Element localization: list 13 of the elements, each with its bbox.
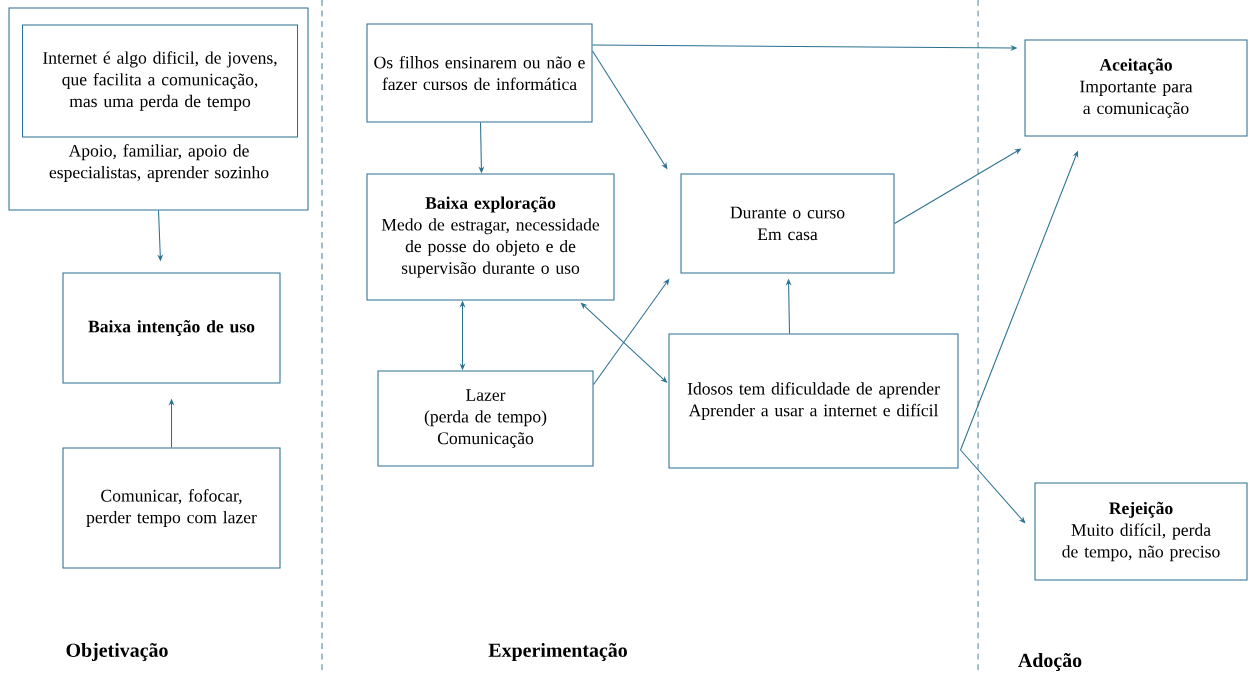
process-box: Idosos tem dificuldade de aprender Aprender a usar a internet e difícil xyxy=(668,333,959,469)
section-label: Objetivação xyxy=(66,642,168,662)
process-box: Os filhos ensinarem ou não e fazer cursos de informática xyxy=(366,23,593,123)
process-box: Baixa exploração Medo de estragar, necessidade de posse do objeto e de supervisão durante o uso xyxy=(366,173,615,301)
process-box: Aceitação Importante para a comunicação xyxy=(1024,39,1248,137)
process-box: Baixa intenção de uso xyxy=(62,272,281,384)
section-label: Adoção xyxy=(1018,653,1082,671)
process-box: Comunicar, fofocar, perder tempo com lazer xyxy=(62,447,281,569)
process-box: Lazer (perda de tempo) Comunicação xyxy=(377,370,594,467)
section-label: Experimentação xyxy=(488,642,627,662)
process-box: Durante o curso Em casa xyxy=(680,173,895,274)
process-box: Rejeição Muito difícil, perda de tempo, não preciso xyxy=(1034,482,1248,581)
process-box: Internet é algo dificil, de jovens, que facilita a comunicação, mas uma perda de tempo xyxy=(21,24,299,138)
